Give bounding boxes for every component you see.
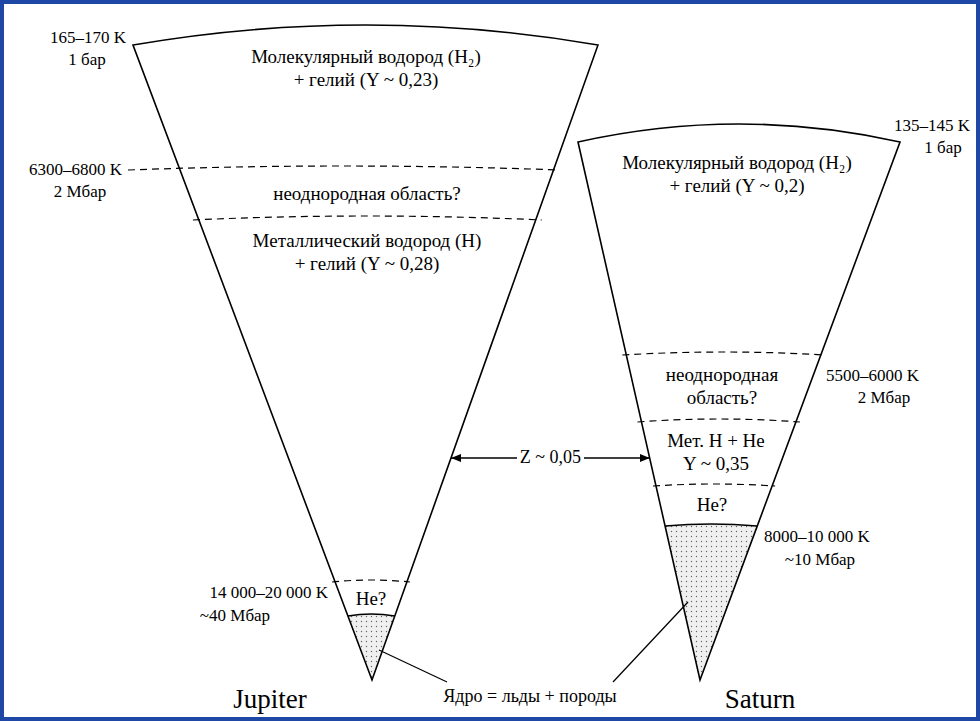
layer-label: неоднородная область? <box>664 364 780 410</box>
pressure-label: ~10 Мбар <box>785 550 855 570</box>
wedge-border <box>578 124 900 680</box>
wedge-outline <box>120 15 610 718</box>
edge-label: Z ~ 0,05 <box>517 447 584 469</box>
layer-boundary <box>653 484 775 486</box>
leader-line <box>613 602 688 682</box>
layer-label: He? <box>697 494 728 517</box>
core-label: Ядро = льды + породы <box>443 686 616 708</box>
temperature-label: 6300–6800 K <box>29 160 122 180</box>
layer-label: Металлический водород (H) + гелий (Y ~ 0… <box>251 230 483 276</box>
layer-label: Мет. H + He Y ~ 0,35 <box>666 430 767 476</box>
core-fill <box>348 614 395 680</box>
core-fill <box>665 524 757 680</box>
temperature-label: 8000–10 000 K <box>764 527 870 547</box>
leader-line <box>379 650 447 682</box>
temperature-label: 14 000–20 000 K <box>209 583 328 603</box>
pressure-label: 2 Мбар <box>858 388 911 408</box>
layer-label: Молекулярный водород (H₂) + гелий (Y ~ 0… <box>621 152 854 198</box>
layer-boundary <box>638 419 800 422</box>
temperature-label: 165–170 K <box>50 28 126 48</box>
layer-label: Молекулярный водород (H₂) + гелий (Y ~ 0… <box>250 46 483 92</box>
pressure-label: 1 бар <box>68 50 105 70</box>
pressure-label: 1 бар <box>924 138 961 158</box>
layer-boundary <box>193 216 542 220</box>
wedge-border <box>133 25 598 680</box>
planet-wedge: Молекулярный водород (H₂) + гелий (Y ~ 0… <box>120 15 610 718</box>
temperature-label: 5500–6000 K <box>826 366 919 386</box>
temperature-label: 135–145 K <box>894 116 970 136</box>
planet-name: Jupiter <box>233 683 307 715</box>
layer-boundary <box>332 580 410 582</box>
pressure-label: ~40 Мбар <box>200 606 270 626</box>
core-stipple <box>665 524 757 680</box>
layer-label: He? <box>356 588 387 611</box>
planet-wedge: Молекулярный водород (H₂) + гелий (Y ~ 0… <box>570 100 910 718</box>
pressure-label: 2 Мбар <box>54 182 107 202</box>
layer-boundary <box>622 352 825 355</box>
core-stipple <box>348 614 395 680</box>
core-boundary <box>348 614 395 616</box>
layer-boundary <box>128 166 560 170</box>
core-boundary <box>665 524 757 526</box>
planet-name: Saturn <box>725 683 796 715</box>
layer-label: неоднородная область? <box>273 183 461 206</box>
